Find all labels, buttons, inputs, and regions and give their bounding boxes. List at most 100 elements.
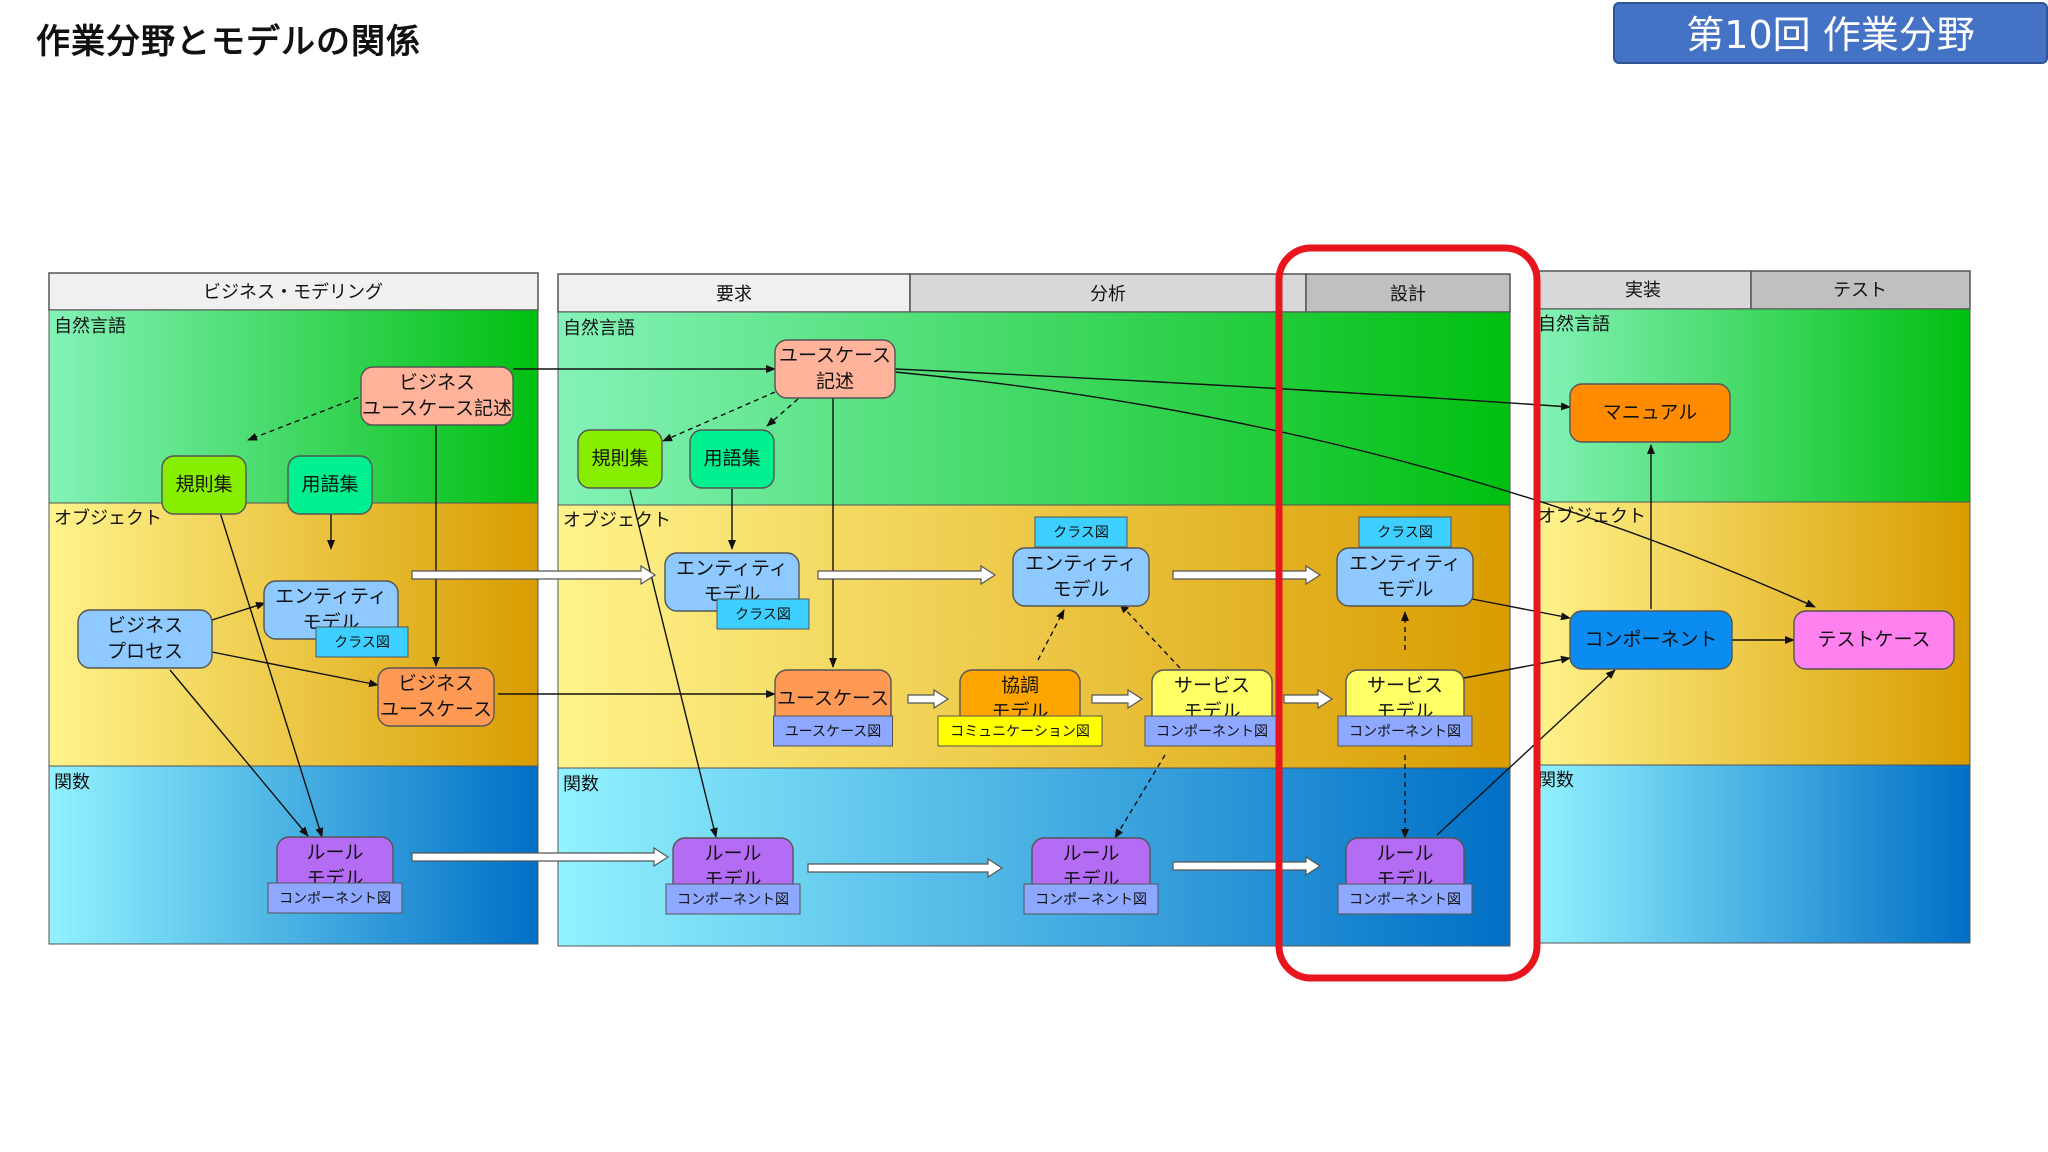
node-req-rules: 規則集 xyxy=(577,429,663,489)
node-label: 用語集 xyxy=(703,448,760,470)
header-design: 設計 xyxy=(1390,284,1426,305)
node-component: コンポーネント xyxy=(1569,610,1733,670)
node-label: コンポーネント xyxy=(1584,629,1717,651)
node-req-usecase-desc: ユースケース記述 xyxy=(774,339,896,399)
diagram-tag-label: コミュニケーション図 xyxy=(950,724,1090,740)
flow-arrow xyxy=(1283,688,1334,710)
flow-arrows xyxy=(411,564,1334,879)
node-label: ビジネス xyxy=(398,673,474,695)
diagram-tag-component-diagram: コンポーネント図 xyxy=(1337,715,1473,747)
lane-label-function: 関数 xyxy=(1538,770,1574,791)
diagram-tag-label: コンポーネント図 xyxy=(1156,724,1268,740)
node-label: 記述 xyxy=(816,371,854,393)
diagram-tag-label: コンポーネント図 xyxy=(1035,892,1147,908)
diagram-tag-label: コンポーネント図 xyxy=(677,892,789,908)
flow-arrow xyxy=(1172,564,1322,586)
lane-label-object: オブジェクト xyxy=(1538,505,1646,527)
node-label: プロセス xyxy=(107,641,183,663)
flow-arrow xyxy=(411,564,657,586)
flow-arrow xyxy=(1172,855,1322,877)
diagram-tag-label: クラス図 xyxy=(334,635,390,651)
node-label: 規則集 xyxy=(175,474,232,496)
node-label: 協調 xyxy=(1001,675,1039,697)
node-label: 規則集 xyxy=(591,448,648,470)
lane-label-object: オブジェクト xyxy=(563,509,671,531)
header-business-modeling: ビジネス・モデリング xyxy=(203,282,383,303)
lane-label-function: 関数 xyxy=(563,774,599,795)
node-label: ユースケース xyxy=(380,699,492,721)
diagram-tag-label: コンポーネント図 xyxy=(1349,892,1461,908)
node-label: ルール xyxy=(704,843,761,865)
design-highlight-frame xyxy=(1275,244,1541,982)
flow-arrow xyxy=(411,846,670,868)
node-testcase: テストケース xyxy=(1793,610,1955,670)
panel-business-modeling: ビジネス・モデリング 自然言語 オブジェクト 関数 xyxy=(48,272,539,945)
flow-arrow xyxy=(817,564,997,586)
node-manual: マニュアル xyxy=(1569,383,1731,443)
flow-arrow xyxy=(1091,688,1144,710)
node-label: エンティティ xyxy=(1025,553,1137,575)
node-req-glossary: 用語集 xyxy=(689,429,775,489)
connectors xyxy=(169,365,1816,839)
diagram-tag-label: コンポーネント図 xyxy=(279,891,391,907)
diagram-tag-label: コンポーネント図 xyxy=(1349,724,1461,740)
diagram-tag-label: ユースケース図 xyxy=(785,724,882,740)
diagram-tag-label: クラス図 xyxy=(735,607,791,623)
node-label: モデル xyxy=(1052,579,1109,601)
node-label: サービス xyxy=(1174,675,1250,697)
diagram-tag-class-diagram: クラス図 xyxy=(1034,516,1128,548)
header-implementation: 実装 xyxy=(1625,280,1661,301)
node-label: マニュアル xyxy=(1603,402,1697,424)
node-label: ユースケース xyxy=(779,345,891,367)
diagram-tag-class-diagram: クラス図 xyxy=(315,626,409,658)
diagram-tag-component-diagram: コンポーネント図 xyxy=(267,882,403,914)
lecture-badge: 第10回 作業分野 xyxy=(1613,2,2048,64)
lane-label-object: オブジェクト xyxy=(54,507,162,529)
diagram-tag-component-diagram: コンポーネント図 xyxy=(665,883,801,915)
slide-title: 作業分野とモデルの関係 xyxy=(36,22,421,62)
node-label: ルール xyxy=(1376,843,1433,865)
diagram-tag-component-diagram: コンポーネント図 xyxy=(1337,883,1473,915)
node-label: ユースケース xyxy=(777,688,889,710)
diagram-tag-label: クラス図 xyxy=(1377,525,1433,541)
node-label: ルール xyxy=(1062,843,1119,865)
node-biz-rules: 規則集 xyxy=(161,455,247,515)
node-label: モデル xyxy=(1376,579,1433,601)
diagram-tag-class-diagram: クラス図 xyxy=(716,598,810,630)
node-biz-glossary: 用語集 xyxy=(287,455,373,515)
node-label: 用語集 xyxy=(301,474,358,496)
diagram-tag-class-diagram: クラス図 xyxy=(1358,516,1452,548)
header-requirements: 要求 xyxy=(716,284,752,305)
node-label: エンティティ xyxy=(275,586,387,608)
node-label: サービス xyxy=(1367,675,1443,697)
node-label: テストケース xyxy=(1817,629,1930,651)
diagram-tag-communication-diagram: コミュニケーション図 xyxy=(937,715,1103,747)
diagram-tag-usecase-diagram: ユースケース図 xyxy=(773,715,893,747)
lane-label-natural: 自然言語 xyxy=(1538,314,1610,335)
diagram-tag-label: クラス図 xyxy=(1053,525,1109,541)
diagram-tag-component-diagram: コンポーネント図 xyxy=(1023,883,1159,915)
node-label: ビジネス xyxy=(107,615,183,637)
lane-label-natural: 自然言語 xyxy=(54,316,126,337)
node-label: ユースケース記述 xyxy=(362,398,512,420)
lane-label-function: 関数 xyxy=(54,772,90,793)
panel-implementation: 実装 テスト 自然言語 オブジェクト 関数 xyxy=(1534,270,1971,944)
header-test: テスト xyxy=(1833,280,1887,301)
model-nodes: ビジネスユースケース記述規則集用語集エンティティモデルクラス図ビジネスプロセスビ… xyxy=(77,339,1955,915)
node-label: ビジネス xyxy=(399,372,475,394)
header-analysis: 分析 xyxy=(1090,284,1126,305)
